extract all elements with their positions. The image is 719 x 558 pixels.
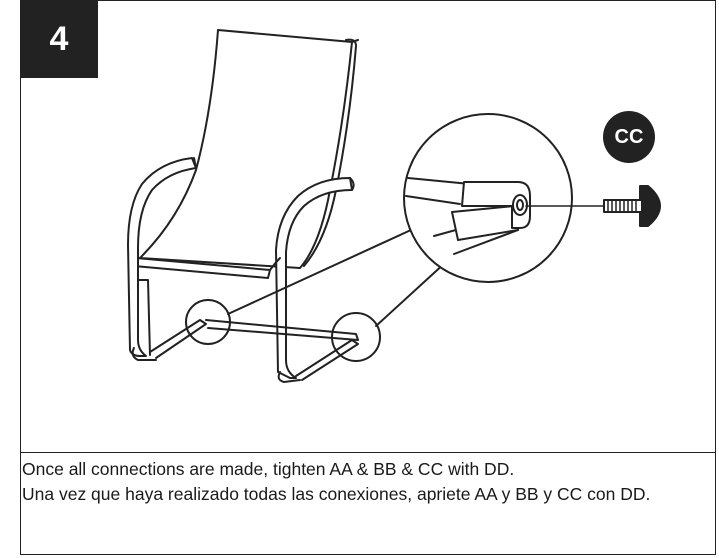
instruction-text: Once all connections are made, tighten A… bbox=[22, 457, 712, 507]
instruction-english: Once all connections are made, tighten A… bbox=[22, 459, 515, 479]
instruction-spanish: Una vez que haya realizado todas las con… bbox=[22, 484, 651, 504]
chair-back bbox=[139, 29, 359, 269]
detail-circle-right bbox=[331, 312, 381, 362]
left-arm-frame bbox=[127, 157, 197, 357]
step-number: 4 bbox=[49, 19, 69, 58]
chair-assembly-illustration bbox=[127, 29, 661, 383]
screw-cc-icon bbox=[603, 185, 661, 227]
hardware-label: CC bbox=[614, 125, 644, 148]
base-rails bbox=[131, 319, 359, 383]
step-number-badge: 4 bbox=[20, 0, 98, 78]
leader-line-top bbox=[227, 223, 425, 315]
leader-line-bottom bbox=[375, 261, 447, 327]
hardware-cc-badge: CC bbox=[603, 111, 655, 163]
right-arm-frame bbox=[269, 177, 355, 379]
magnified-detail bbox=[403, 113, 605, 283]
divider-line bbox=[20, 452, 716, 453]
detail-circle-left bbox=[185, 299, 231, 345]
